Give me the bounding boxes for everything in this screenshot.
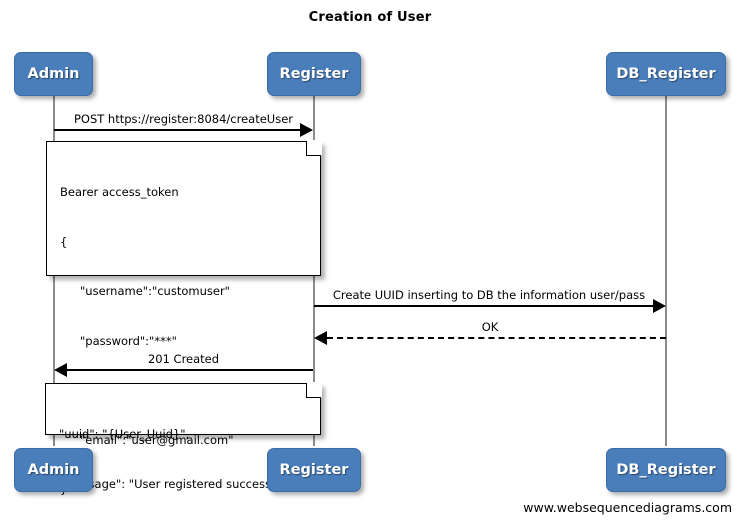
message-line-ok bbox=[327, 337, 666, 339]
lifeline-db-register bbox=[665, 96, 667, 446]
participant-db-register-bottom[interactable]: DB_Register bbox=[606, 448, 726, 492]
arrow-head-201-created bbox=[54, 363, 67, 377]
message-line-create-uuid bbox=[314, 305, 655, 307]
note-fold-corner-icon bbox=[306, 383, 321, 398]
participant-db-register-top[interactable]: DB_Register bbox=[606, 52, 726, 96]
footer-credit: www.websequencediagrams.com bbox=[523, 500, 732, 515]
note-line: { bbox=[60, 234, 68, 249]
participant-label: DB_Register bbox=[616, 66, 716, 82]
participant-register-top[interactable]: Register bbox=[267, 52, 361, 96]
participant-admin-bottom[interactable]: Admin bbox=[14, 448, 93, 492]
arrow-head-create-user bbox=[300, 123, 313, 137]
note-line: "uuid": "{User_Uuid}", bbox=[59, 427, 190, 441]
note-line: Bearer access_token bbox=[60, 185, 179, 199]
arrow-head-ok bbox=[314, 331, 327, 345]
note-request-payload: Bearer access_token { "username":"custom… bbox=[46, 140, 322, 496]
message-label-201-created: 201 Created bbox=[147, 352, 220, 366]
note-fold-corner-icon bbox=[306, 141, 321, 156]
participant-label: Admin bbox=[27, 66, 80, 82]
participant-label: DB_Register bbox=[616, 462, 716, 478]
note-line: "email":"user@gmail.com" bbox=[80, 432, 234, 447]
page-title: Creation of User bbox=[308, 10, 432, 25]
participant-admin-top[interactable]: Admin bbox=[14, 52, 93, 96]
message-label-ok: OK bbox=[481, 320, 499, 334]
note-line: "password":"***" bbox=[80, 333, 177, 348]
participant-label: Register bbox=[279, 462, 349, 478]
message-label-create-user: POST https://register:8084/createUser bbox=[73, 112, 294, 126]
message-label-create-uuid: Create UUID inserting to DB the informat… bbox=[332, 288, 646, 302]
note-response-payload: "uuid": "{User_Uuid}", "message": "User … bbox=[45, 382, 322, 491]
message-line-201-created bbox=[67, 369, 313, 371]
participant-register-bottom[interactable]: Register bbox=[267, 448, 361, 492]
note-line: "username":"customuser" bbox=[80, 284, 230, 298]
message-line-create-user bbox=[54, 129, 302, 131]
participant-label: Admin bbox=[27, 462, 80, 478]
arrow-head-create-uuid bbox=[653, 299, 666, 313]
participant-label: Register bbox=[279, 66, 349, 82]
